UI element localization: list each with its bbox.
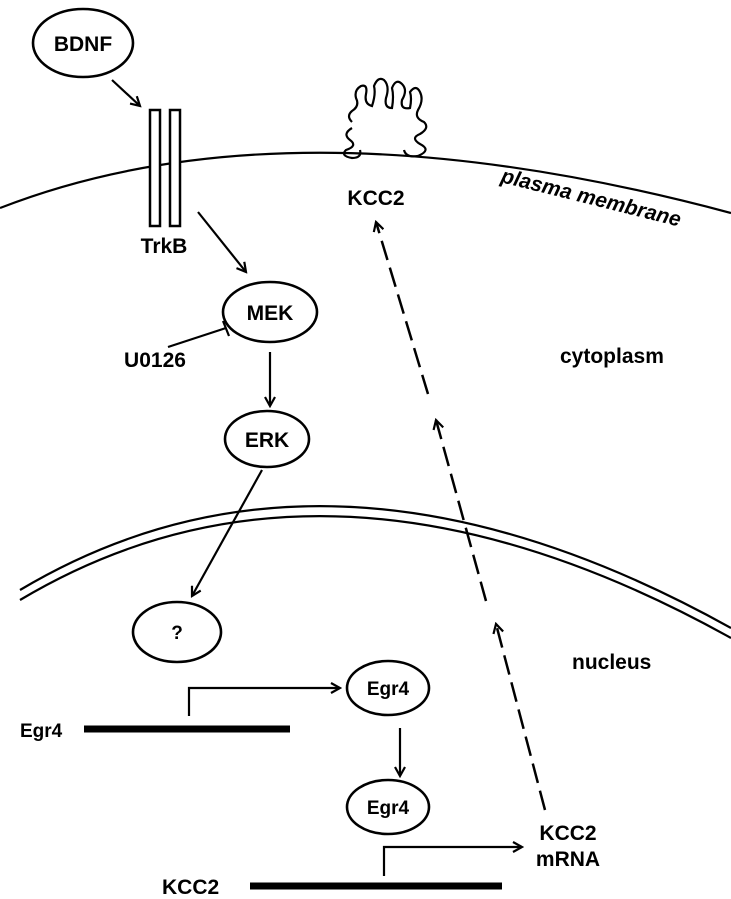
unknown-node [131,600,223,664]
nuclear-envelope-inner [19,515,731,639]
erk-node [223,409,311,469]
mek-label: MEK [247,302,294,325]
dashed-arrow-cytoplasm-to-membrane [376,222,430,395]
inhibition-u0126-mek [167,320,231,349]
nucleus-label: nucleus [572,651,651,674]
trkb-receptor [148,108,182,228]
unknown-label: ? [171,623,183,644]
u0126-label: U0126 [124,349,186,372]
egr4-protein-label-1: Egr4 [367,679,410,700]
kcc2-mrna-label-line2: mRNA [536,848,600,871]
dashed-arrow-nucleus-to-cytoplasm [436,420,488,602]
kcc2-gene-label: KCC2 [162,876,219,899]
plasma-membrane-label: plasma membrane [498,164,684,231]
egr4-protein-node-1 [345,659,431,717]
plasma-membrane-line [0,151,731,215]
mek-node [221,280,319,344]
kcc2-transporter-icon [342,77,428,160]
kcc2-protein-label: KCC2 [347,187,404,210]
kcc2-mrna-label-line1: KCC2 [539,822,596,845]
cytoplasm-label: cytoplasm [560,345,664,368]
egr4-transcription-arrow [187,688,340,716]
egr4-protein-node-2 [345,778,431,836]
bdnf-label: BDNF [54,33,112,56]
egr4-gene-label: Egr4 [20,721,63,742]
egr4-protein-label-2: Egr4 [367,798,410,819]
kcc2-transcription-arrow [382,847,522,876]
arrow-trkb-mek [197,211,246,272]
arrow-bdnf-trkb [111,79,140,106]
nuclear-envelope-outer [19,505,731,629]
trkb-label: TrkB [141,235,188,258]
arrow-erk-unknown [192,469,263,596]
bdnf-node [31,7,135,79]
dashed-arrow-mrna-to-nucleus [496,624,547,811]
erk-label: ERK [245,429,289,452]
